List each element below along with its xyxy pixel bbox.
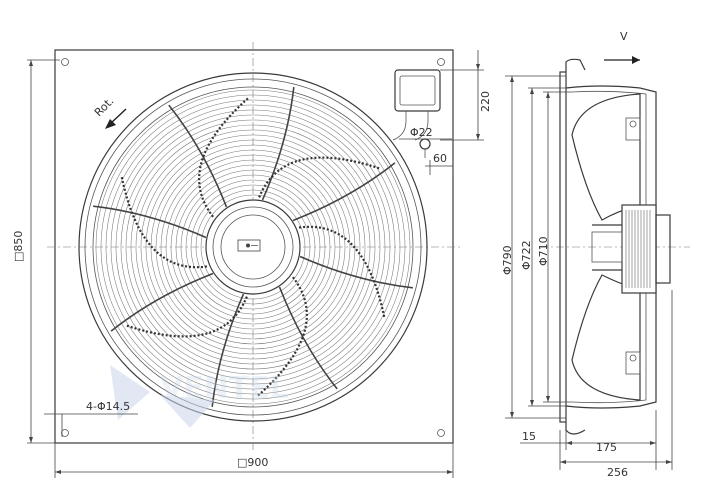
fan-blade-edge <box>255 276 308 398</box>
flow-direction-label: V <box>620 30 628 43</box>
depth-total-label: 256 <box>607 466 628 479</box>
brand-logo-icon <box>246 243 250 248</box>
front-view: Rot. VENTEL □850 □900 4-Φ14.5 220 <box>12 42 492 478</box>
guard-spokes <box>93 87 413 407</box>
fan-blade-edge <box>124 296 248 338</box>
grille-ring <box>145 139 361 355</box>
cable-gland-label: Φ22 <box>410 126 433 139</box>
cable-gland <box>419 138 431 150</box>
plate-height-label: □850 <box>12 231 25 262</box>
rotation-label: Rot. <box>92 95 117 120</box>
grille-ring <box>190 184 316 310</box>
grille-ring <box>115 109 391 385</box>
grille-ring <box>130 124 376 370</box>
blade-profile-lower <box>571 274 641 401</box>
guard-spoke <box>110 272 214 332</box>
guard-spoke <box>292 162 396 222</box>
mount-hole-icon <box>61 58 69 66</box>
guard-spoke <box>93 205 207 239</box>
grille-ring <box>95 89 411 405</box>
watermark: VENTEL <box>110 365 289 428</box>
grille-ring <box>195 189 311 305</box>
depth-plate-label: 15 <box>522 430 536 443</box>
mounting-plate <box>54 49 454 444</box>
grille-ring <box>200 194 306 300</box>
box-offset-label: 220 <box>479 91 492 112</box>
svg-text:VENTEL: VENTEL <box>160 371 289 406</box>
depth-motor-label: 175 <box>596 441 617 454</box>
fan-blades <box>120 96 386 398</box>
grille-ring <box>160 154 346 340</box>
guard-spoke <box>278 286 338 390</box>
grille-ring <box>100 94 406 400</box>
grille-ring <box>140 134 366 360</box>
grille-ring <box>165 159 341 335</box>
guard-spoke <box>168 104 228 208</box>
grille-ring <box>120 114 386 380</box>
fan-blade-edge <box>198 96 251 218</box>
fan-blade-edge <box>120 174 208 269</box>
side-view: V Φ790 Φ722 Φ710 15 175 256 <box>501 30 690 479</box>
guard-grille <box>95 89 411 405</box>
diameter-inner-label: Φ710 <box>537 236 550 266</box>
terminal-box <box>394 69 441 112</box>
grille-ring <box>175 169 331 325</box>
grille-ring <box>135 129 371 365</box>
grille-ring <box>170 164 336 330</box>
rotation-arrow-icon <box>105 108 127 129</box>
mount-hole-icon <box>61 429 69 437</box>
blade-profile-upper <box>571 93 641 221</box>
mount-hole-icon <box>437 429 445 437</box>
fan-blade-edge <box>258 156 382 198</box>
diameter-mid-label: Φ722 <box>520 240 533 270</box>
flow-direction-arrow-icon <box>604 56 640 64</box>
motor-body <box>621 204 657 294</box>
grille-ring <box>105 99 401 395</box>
grille-ring <box>155 149 351 345</box>
gland-offset-label: 60 <box>433 152 447 165</box>
grille-ring <box>185 179 321 315</box>
grille-ring <box>180 174 326 320</box>
grille-ring <box>110 104 396 390</box>
guard-spoke <box>211 293 245 407</box>
plate-width-label: □900 <box>237 456 268 469</box>
fan-blade-edge <box>298 225 386 320</box>
guard-spoke <box>299 255 413 289</box>
guard-spoke <box>261 87 295 201</box>
motor-cooling-fins <box>625 210 651 288</box>
venturi-ring <box>78 72 428 422</box>
grille-ring <box>125 119 381 375</box>
mount-holes-label: 4-Φ14.5 <box>86 400 130 413</box>
diameter-outer-label: Φ790 <box>501 245 514 275</box>
mount-hole-icon <box>437 58 445 66</box>
side-plate <box>559 71 567 423</box>
